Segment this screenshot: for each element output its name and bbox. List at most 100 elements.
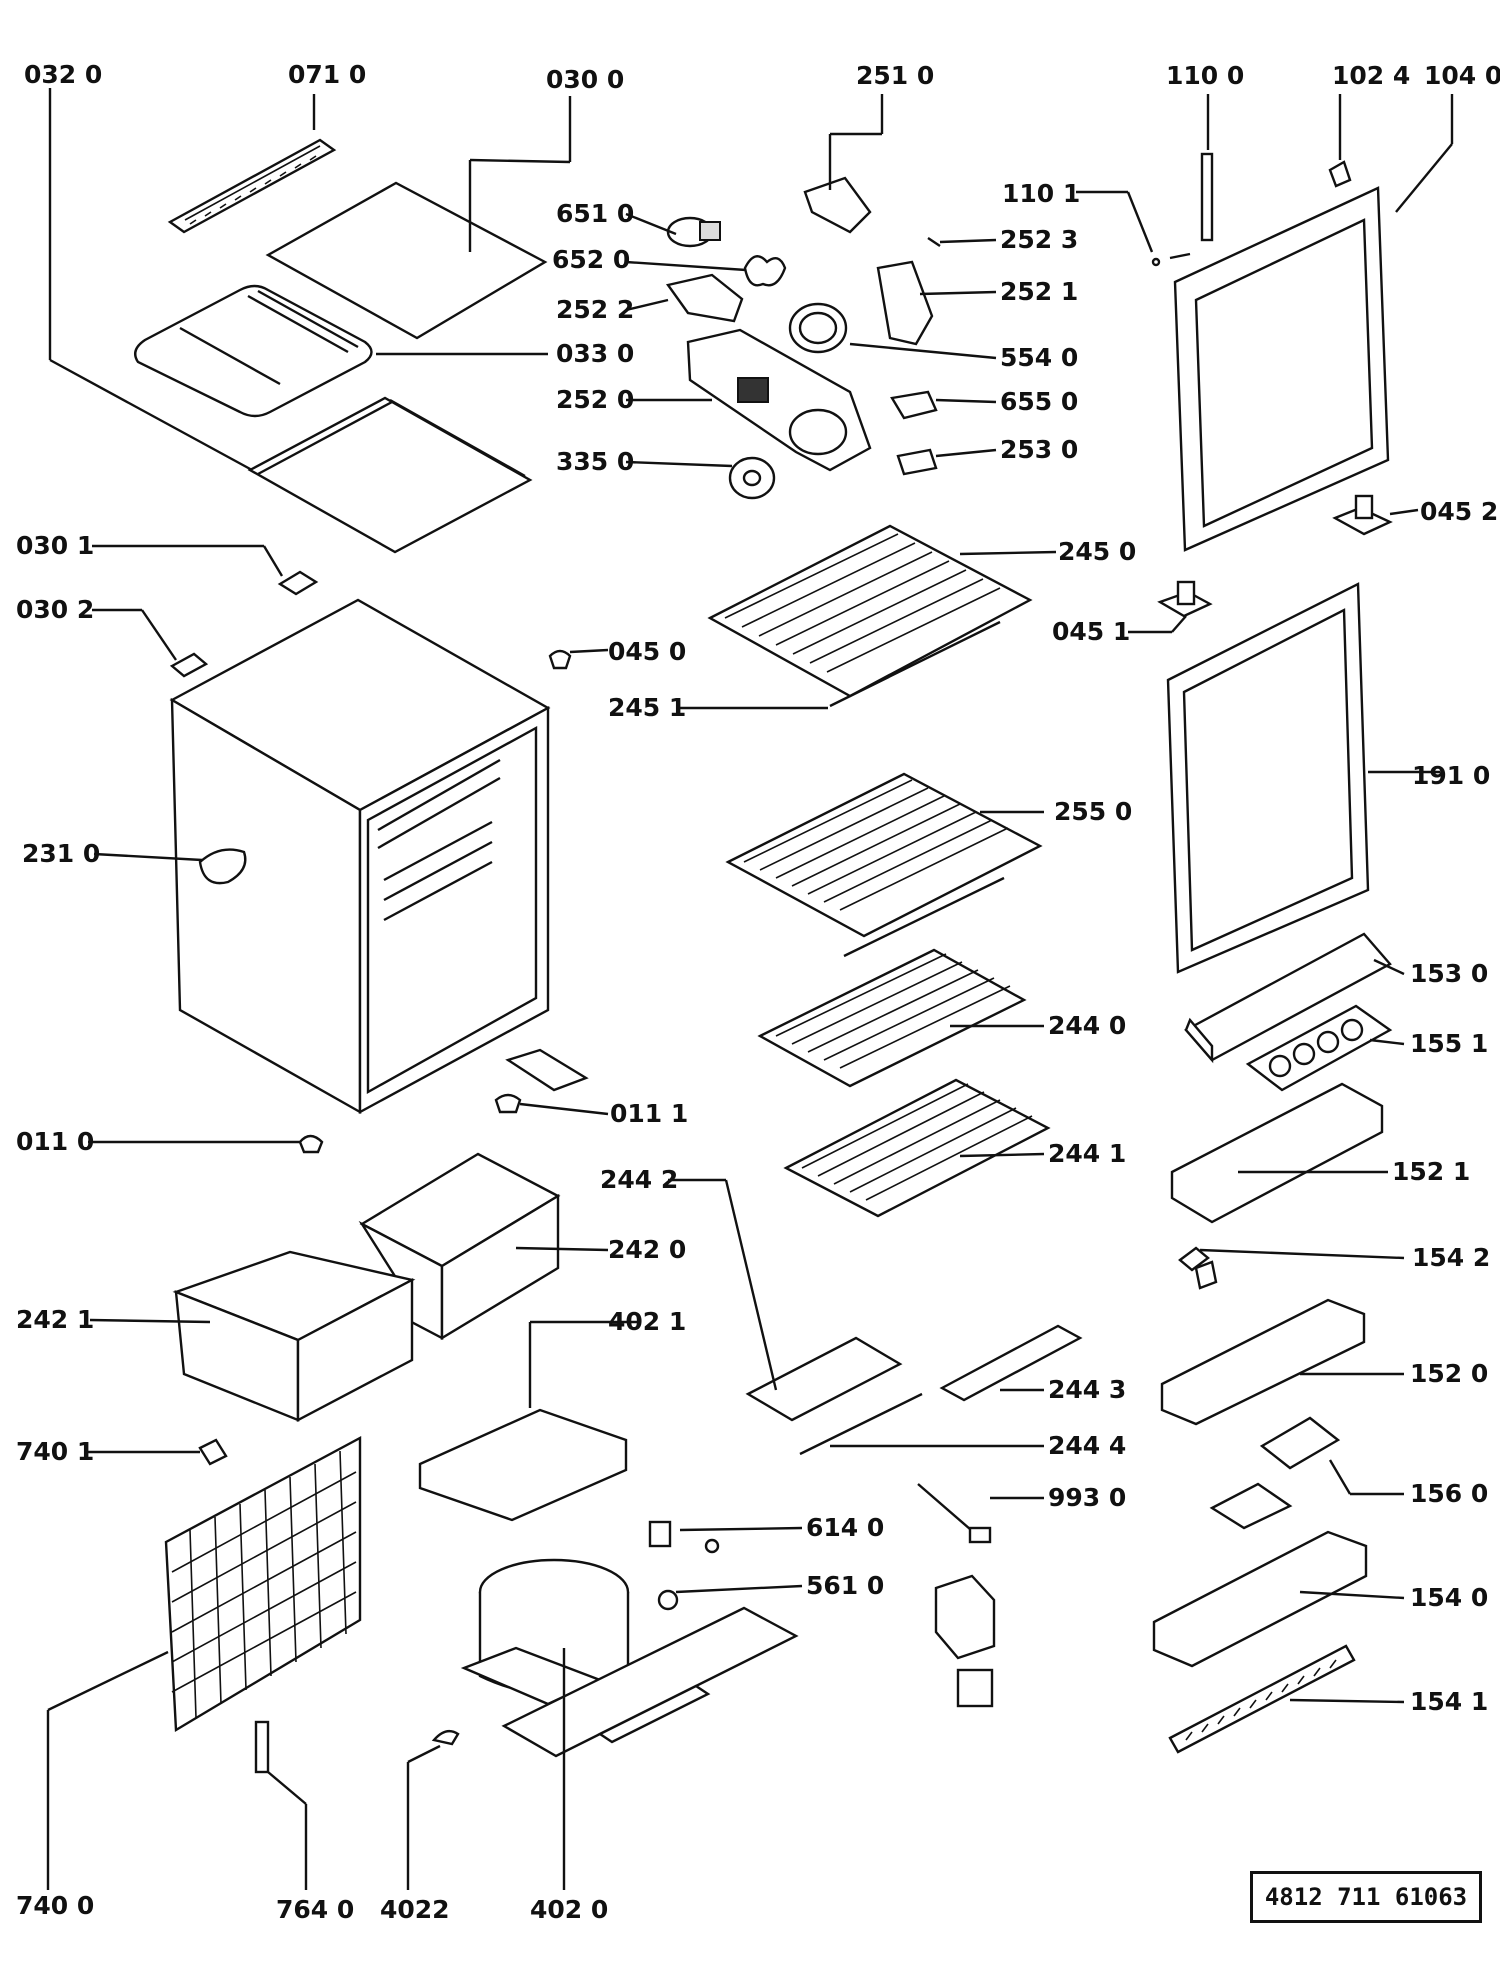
part-4020-compressor [460, 1558, 630, 1706]
part-0300-panel [265, 181, 548, 340]
part-2310-badge [198, 848, 247, 885]
part-0302-clip [169, 652, 209, 678]
label-2441: 244 1 [1048, 1139, 1126, 1168]
part-0330-top-panel [134, 284, 373, 418]
part-cabinet-body [169, 598, 551, 1115]
leader-lines [46, 88, 1454, 1890]
label-3350: 335 0 [556, 447, 634, 476]
part-2520-thermostat-housing [686, 328, 872, 472]
part-4022-clip [431, 1729, 460, 1746]
part-1910-gasket [1166, 582, 1370, 974]
part-2530-button [896, 448, 938, 476]
part-0111-foot [494, 1093, 522, 1114]
part-2521-plate [876, 260, 934, 346]
part-0451-hinge [1157, 580, 1213, 618]
part-6510-lamp [666, 216, 721, 248]
label-2310: 231 0 [22, 839, 100, 868]
part-0710-strip [167, 138, 337, 234]
label-6510: 651 0 [556, 199, 634, 228]
label-0110: 011 0 [16, 1127, 94, 1156]
part-1560-butter-box [1209, 1416, 1341, 1530]
label-0320: 032 0 [24, 60, 102, 89]
label-1910: 191 0 [1412, 761, 1490, 790]
part-1542-clip [1178, 1246, 1218, 1290]
label-0111: 011 1 [610, 1099, 688, 1128]
label-2520: 252 0 [556, 385, 634, 414]
part-2522-bracket [665, 273, 744, 323]
label-2442: 244 2 [600, 1165, 678, 1194]
label-2421: 242 1 [16, 1305, 94, 1334]
part-7401-bracket [198, 1438, 228, 1466]
label-6550: 655 0 [1000, 387, 1078, 416]
part-0320-base-plate [247, 396, 533, 554]
label-1542: 154 2 [1412, 1243, 1490, 1272]
label-1520: 152 0 [1410, 1359, 1488, 1388]
part-1040-door-frame [1173, 186, 1390, 552]
label-4022: 4022 [380, 1895, 450, 1924]
label-2523: 252 3 [1000, 225, 1078, 254]
part-2550-shelf [725, 772, 1043, 938]
label-9930: 993 0 [1048, 1483, 1126, 1512]
label-2522: 252 2 [556, 295, 634, 324]
part-0111-bracket [505, 1048, 589, 1092]
label-2451: 245 1 [608, 693, 686, 722]
label-1100: 110 0 [1166, 61, 1244, 90]
label-7640: 764 0 [276, 1895, 354, 1924]
label-0452: 045 2 [1420, 497, 1498, 526]
part-6140-relay [648, 1520, 720, 1554]
part-1551-egg-tray [1245, 1004, 1393, 1092]
label-2420: 242 0 [608, 1235, 686, 1264]
label-2444: 244 4 [1048, 1431, 1126, 1460]
part-labels: 032 0 071 0 030 0 251 0 110 0 102 4 104 … [16, 60, 1500, 1924]
label-0710: 071 0 [288, 60, 366, 89]
label-4021: 402 1 [608, 1307, 686, 1336]
label-2521: 252 1 [1000, 277, 1078, 306]
part-6520-holder [743, 255, 787, 287]
part-1101-pin [1151, 252, 1191, 267]
part-block-2 [956, 1668, 994, 1708]
label-1560: 156 0 [1410, 1479, 1488, 1508]
part-2441-shelf [783, 1078, 1051, 1218]
label-1540: 154 0 [1410, 1583, 1488, 1612]
label-7401: 740 1 [16, 1437, 94, 1466]
part-0450-foot [548, 649, 572, 670]
label-2510: 251 0 [856, 61, 934, 90]
part-0452-hinge [1332, 494, 1393, 536]
label-5610: 561 0 [806, 1571, 884, 1600]
part-6550-knob [890, 390, 938, 420]
part-1530-rack [1184, 932, 1392, 1064]
label-4020: 402 0 [530, 1895, 608, 1924]
part-2440-shelf [757, 948, 1027, 1088]
part-3350-dial [728, 456, 776, 500]
part-2421-box [172, 1250, 416, 1422]
part-1520-bin [1160, 1298, 1366, 1426]
part-2523-screw [927, 237, 941, 247]
part-7640-pin [254, 1720, 270, 1774]
part-0110-foot [298, 1134, 324, 1154]
label-6140: 614 0 [806, 1513, 884, 1542]
document-code: 4812 711 61063 [1250, 1871, 1482, 1923]
part-base-plate [501, 1606, 799, 1758]
part-1540-bin [1152, 1530, 1368, 1668]
label-1551: 155 1 [1410, 1029, 1488, 1058]
part-2550-bar [843, 876, 1005, 958]
part-2442-plate [745, 1336, 903, 1422]
part-1100-hinge-pin [1200, 152, 1214, 242]
part-block-1 [934, 1574, 996, 1660]
part-1541-strip [1168, 1644, 1356, 1754]
part-2444-rod [799, 1392, 923, 1456]
part-5610-clip [657, 1589, 679, 1611]
label-2443: 244 3 [1048, 1375, 1126, 1404]
part-7400-condenser [164, 1435, 362, 1733]
label-1040: 104 0 [1424, 61, 1500, 90]
label-2530: 253 0 [1000, 435, 1078, 464]
label-0302: 030 2 [16, 595, 94, 624]
part-9930-probe [917, 1483, 992, 1544]
label-0451: 045 1 [1052, 617, 1130, 646]
label-0301: 030 1 [16, 531, 94, 560]
part-2510-cover [803, 176, 872, 234]
part-2451-bar [829, 620, 1001, 708]
part-2450-shelf [707, 524, 1033, 698]
